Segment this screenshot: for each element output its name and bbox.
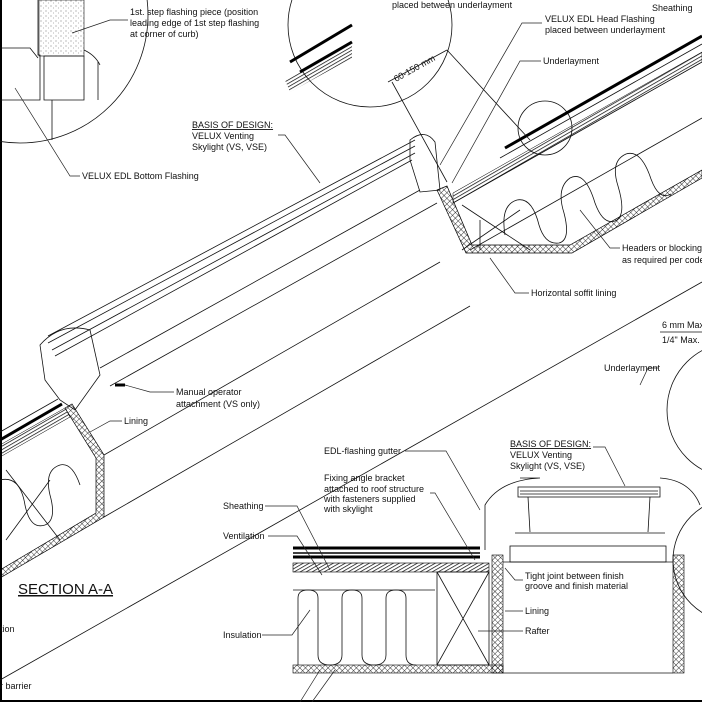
label-partial-2: r barrier <box>0 681 32 691</box>
label-bracket-1: Fixing angle bracket <box>324 473 405 483</box>
label-soffit: Horizontal soffit lining <box>531 288 616 298</box>
label-sheathing: Sheathing <box>223 501 264 511</box>
label-sheathing-partial: Sheathing <box>652 3 693 13</box>
label-bracket-4: with skylight <box>323 504 373 514</box>
label-ventilation: Ventilation <box>223 531 265 541</box>
label-tight-joint-1: Tight joint between finish <box>525 571 624 581</box>
label-flat-basis-3: Skylight (VS, VSE) <box>510 461 585 471</box>
label-head-flashing-2: placed between underlayment <box>545 25 666 35</box>
label-underlayment-2: Underlayment <box>604 363 661 373</box>
label-gutter: EDL-flashing gutter <box>324 446 401 456</box>
label-headers-1: Headers or blocking <box>622 243 702 253</box>
label-bracket-3: with fasteners supplied <box>323 494 416 504</box>
label-basis-line2: VELUX Venting <box>192 131 254 141</box>
label-lining: Lining <box>124 416 148 426</box>
label-rafter: Rafter <box>525 626 550 636</box>
section-title: SECTION A-A <box>18 581 113 598</box>
label-flat-basis-2: VELUX Venting <box>510 450 572 460</box>
label-tight-joint-2: groove and finish material <box>525 581 628 591</box>
label-bracket-2: attached to roof structure <box>324 484 424 494</box>
detail-circle-right <box>666 350 702 470</box>
label-flat-basis-heading: BASIS OF DESIGN: <box>510 439 591 449</box>
label-max-gap-in: 1/4" Max. <box>662 335 700 345</box>
label-basis-line3: Skylight (VS, VSE) <box>192 142 267 152</box>
label-insulation: Insulation <box>223 630 262 640</box>
label-head-flashing-1: VELUX EDL Head Flashing <box>545 14 655 24</box>
label-partial-1: tion <box>0 624 15 634</box>
label-max-gap-mm: 6 mm Max. <box>662 320 702 330</box>
label-step-flashing-1: 1st. step flashing piece (position <box>130 7 258 17</box>
label-manual-operator-1: Manual operator <box>176 387 242 397</box>
detail-circle-top-center <box>285 0 453 108</box>
label-bottom-flashing: VELUX EDL Bottom Flashing <box>82 171 199 181</box>
label-basis-heading: BASIS OF DESIGN: <box>192 120 273 130</box>
label-underlayment: Underlayment <box>543 56 600 66</box>
sloped-roof <box>0 34 702 681</box>
label-headers-2: as required per code <box>622 255 702 265</box>
flat-roof-detail <box>292 477 701 674</box>
label-dimension: 60-150 mm <box>392 53 437 84</box>
leader-lines <box>14 19 658 702</box>
label-manual-operator-2: attachment (VS only) <box>176 399 260 409</box>
label-step-flashing-2: leading edge of 1st step flashing <box>130 18 259 28</box>
label-placed-between-top: placed between underlayment <box>392 0 513 10</box>
detail-circle-top-left <box>0 0 149 144</box>
label-step-flashing-3: at corner of curb) <box>130 29 199 39</box>
label-flat-lining: Lining <box>525 606 549 616</box>
